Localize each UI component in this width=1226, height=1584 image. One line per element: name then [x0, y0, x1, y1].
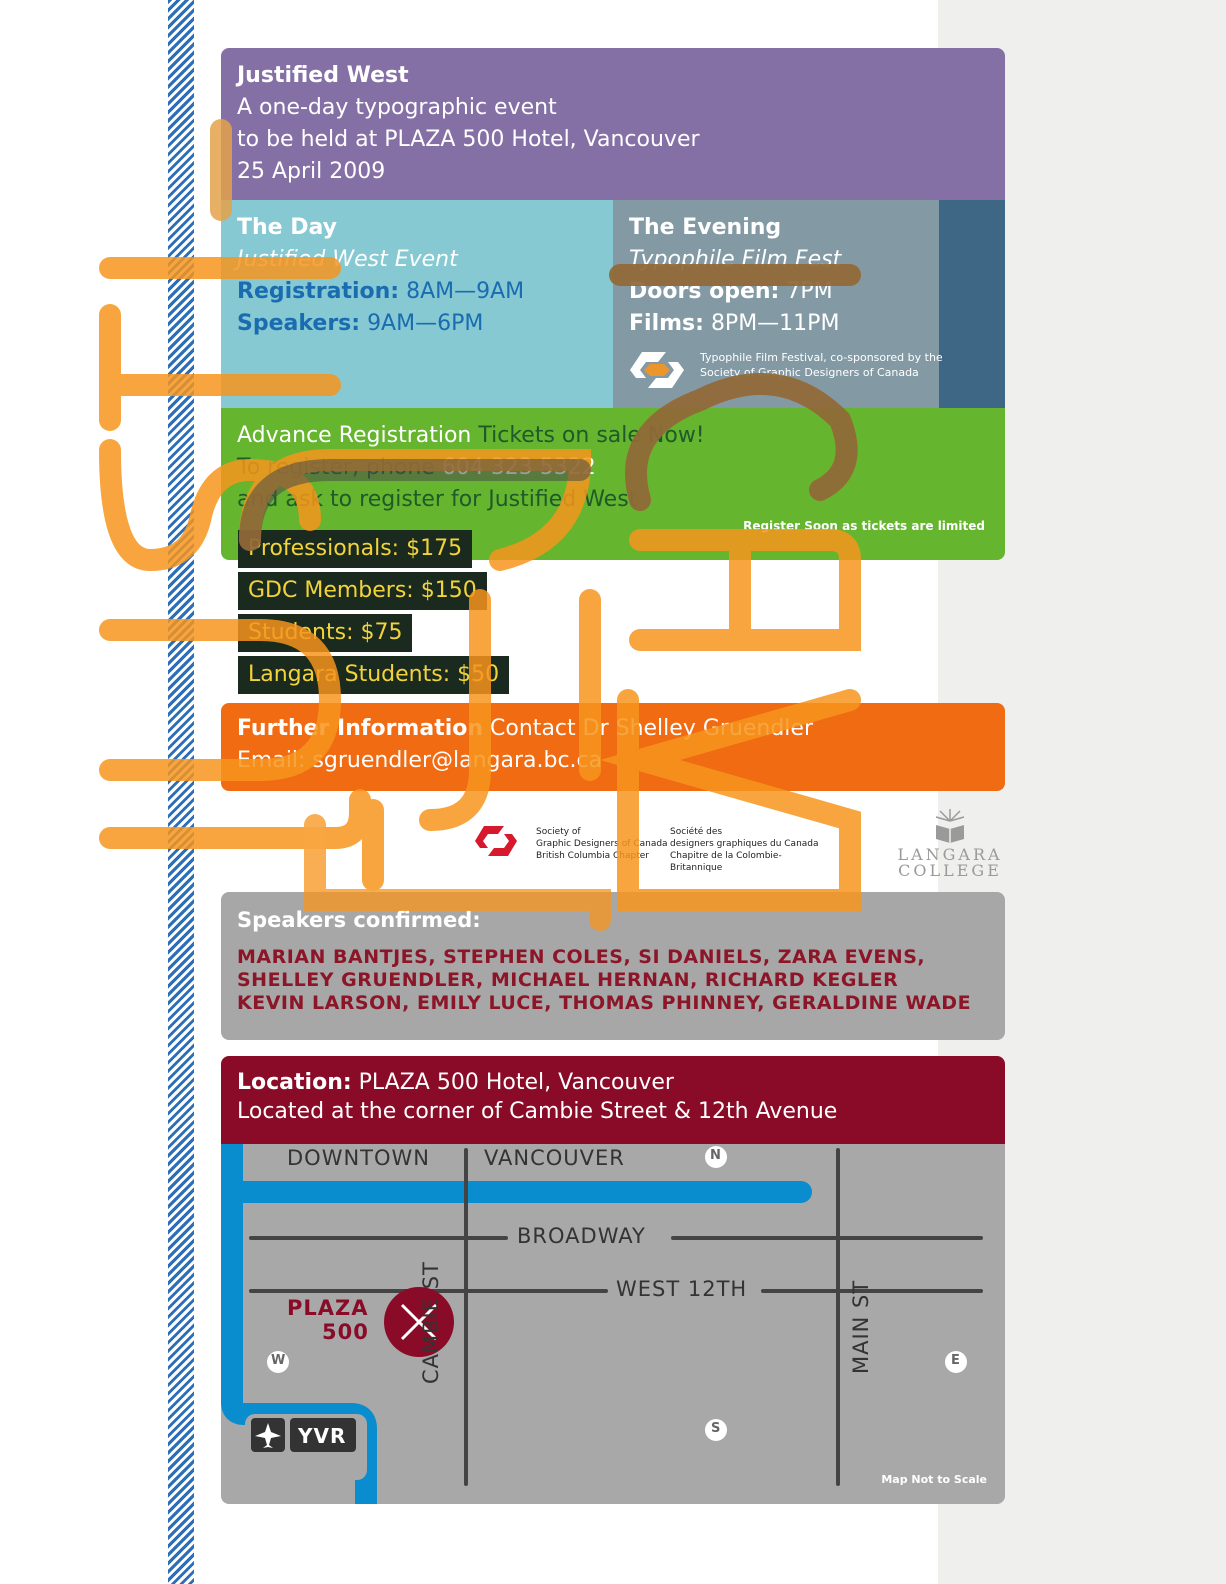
info-label: Further Information	[237, 716, 484, 741]
compass-s: S	[711, 1421, 721, 1436]
sponsor-line-2: Society of Graphic Designers of Canada	[700, 366, 919, 379]
doors-label: Doors open:	[629, 279, 780, 304]
book-icon	[935, 809, 965, 843]
sgdc-en-line-2: Graphic Designers of Canada	[536, 839, 668, 849]
phone-text: To register, phone	[237, 455, 435, 480]
sgdc-fr-line-2: designers graphiques du Canada	[670, 839, 819, 849]
speakers-heading: Speakers confirmed:	[237, 908, 481, 932]
doors-time: 7PM	[786, 279, 833, 304]
letter-j-stroke	[99, 789, 371, 849]
speakers-line-2: SHELLEY GRUENDLER, MICHAEL HERNAN, RICHA…	[237, 969, 899, 991]
langara-college-logo: LANGARA COLLEGE	[890, 803, 1010, 883]
sgdc-fr-line-1: Société des	[670, 827, 723, 837]
map-label-main: MAIN ST	[849, 1279, 873, 1374]
sgdc-french-name: Société des designers graphiques du Cana…	[670, 826, 824, 874]
evening-heading: The Evening	[629, 215, 782, 240]
sgdc-bc-logo: Society of Graphic Designers of Canada B…	[474, 824, 824, 873]
langara-name: LANGARA	[897, 845, 1003, 864]
info-contact: Contact Dr Shelley Gruendler	[490, 716, 813, 741]
evening-box: The Evening Typophile Film Fest Doors op…	[613, 200, 939, 408]
sgdc-fr-line-3: Chapitre de la Colombie-Britannique	[670, 851, 782, 873]
yvr-label: YVR	[298, 1424, 347, 1448]
price-langara-students: Langara Students: $50	[238, 656, 510, 694]
event-subtitle: A one-day typographic event	[237, 95, 557, 120]
registration-line-1: Advance Registration Tickets on sale Now…	[237, 420, 989, 452]
day-speakers: Speakers: 9AM—6PM	[237, 308, 597, 340]
map-label-west12: WEST 12TH	[616, 1277, 748, 1301]
event-venue: to be held at PLAZA 500 Hotel, Vancouver	[237, 127, 700, 152]
evening-event: Typophile Film Fest	[629, 247, 842, 272]
sponsor-line-1: Typophile Film Festival, co-sponsored by…	[700, 351, 943, 364]
location-box: Location: PLAZA 500 Hotel, Vancouver Loc…	[221, 1056, 1005, 1144]
registration-label: Advance Registration	[237, 423, 472, 448]
info-line-1: Further Information Contact Dr Shelley G…	[237, 713, 989, 745]
speakers-line-1: MARIAN BANTJES, STEPHEN COLES, SI DANIEL…	[237, 946, 926, 968]
map-label-plaza-2: 500	[322, 1320, 369, 1344]
striped-border	[168, 0, 194, 1584]
films-label: Films:	[629, 311, 704, 336]
sgdc-logo-icon	[630, 352, 684, 388]
yvr-badge	[290, 1418, 356, 1452]
evening-films: Films: 8PM—11PM	[629, 308, 923, 340]
event-title-box: Justified West A one-day typographic eve…	[221, 48, 1005, 200]
tickets-text: Tickets on sale Now!	[478, 423, 705, 448]
location-corner: Located at the corner of Cambie Street &…	[237, 1099, 838, 1124]
info-email[interactable]: Email: sgruendler@langara.bc.ca	[237, 748, 603, 773]
compass-n: N	[710, 1148, 721, 1163]
compass-e: E	[951, 1353, 960, 1368]
day-registration: Registration: 8AM—9AM	[237, 276, 597, 308]
price-gdc-members: GDC Members: $150	[238, 572, 487, 610]
evening-doors: Doors open: 7PM	[629, 276, 923, 308]
registration-note: Register Soon as tickets are limited	[743, 519, 985, 533]
event-date: 25 April 2009	[237, 159, 386, 184]
location-venue: PLAZA 500 Hotel, Vancouver	[358, 1070, 674, 1095]
day-event: Justified West Event	[237, 247, 458, 272]
evening-side-block	[939, 200, 1005, 408]
map-label-broadway: BROADWAY	[517, 1224, 646, 1248]
location-map: DOWNTOWN VANCOUVER BROADWAY WEST 12TH PL…	[221, 1144, 1005, 1504]
compass-w: W	[271, 1353, 286, 1368]
day-heading: The Day	[237, 215, 338, 240]
reg-time: 8AM—9AM	[406, 279, 525, 304]
location-line-1: Location: PLAZA 500 Hotel, Vancouver	[237, 1068, 989, 1097]
map-graphic	[221, 1144, 983, 1504]
speakers-box: Speakers confirmed: MARIAN BANTJES, STEP…	[221, 892, 1005, 1040]
reg-label: Registration:	[237, 279, 400, 304]
map-note: Map Not to Scale	[881, 1473, 987, 1486]
map-label-downtown: DOWNTOWN	[287, 1146, 431, 1170]
registration-line-2: To register, phone 604 323 5322	[237, 452, 989, 484]
spk-label: Speakers:	[237, 311, 361, 336]
speakers-list: MARIAN BANTJES, STEPHEN COLES, SI DANIEL…	[237, 946, 989, 1015]
map-label-vancouver: VANCOUVER	[484, 1146, 625, 1170]
film-fest-sponsor-text: Typophile Film Festival, co-sponsored by…	[700, 350, 943, 380]
phone-number: 604 323 5322	[441, 455, 596, 480]
langara-college: COLLEGE	[898, 861, 1002, 880]
sgdc-english-name: Society of Graphic Designers of Canada B…	[536, 826, 668, 862]
sgdc-en-line-3: British Columbia Chapter	[536, 851, 649, 861]
day-box: The Day Justified West Event Registratio…	[221, 200, 613, 408]
map-label-plaza-1: PLAZA	[287, 1296, 369, 1320]
map-label-cambie: CAMBIE ST	[419, 1261, 443, 1384]
further-info-box: Further Information Contact Dr Shelley G…	[221, 703, 1005, 791]
sgdc-red-logo-icon	[475, 826, 517, 856]
price-students: Students: $75	[238, 614, 413, 652]
price-professionals: Professionals: $175	[238, 530, 473, 568]
film-fest-sponsor: Typophile Film Festival, co-sponsored by…	[628, 350, 988, 390]
speakers-line-3: KEVIN LARSON, EMILY LUCE, THOMAS PHINNEY…	[237, 992, 972, 1014]
films-time: 8PM—11PM	[710, 311, 840, 336]
spk-time: 9AM—6PM	[367, 311, 484, 336]
event-title: Justified West	[237, 63, 409, 88]
location-label: Location:	[237, 1070, 352, 1095]
sgdc-en-line-1: Society of	[536, 827, 581, 837]
